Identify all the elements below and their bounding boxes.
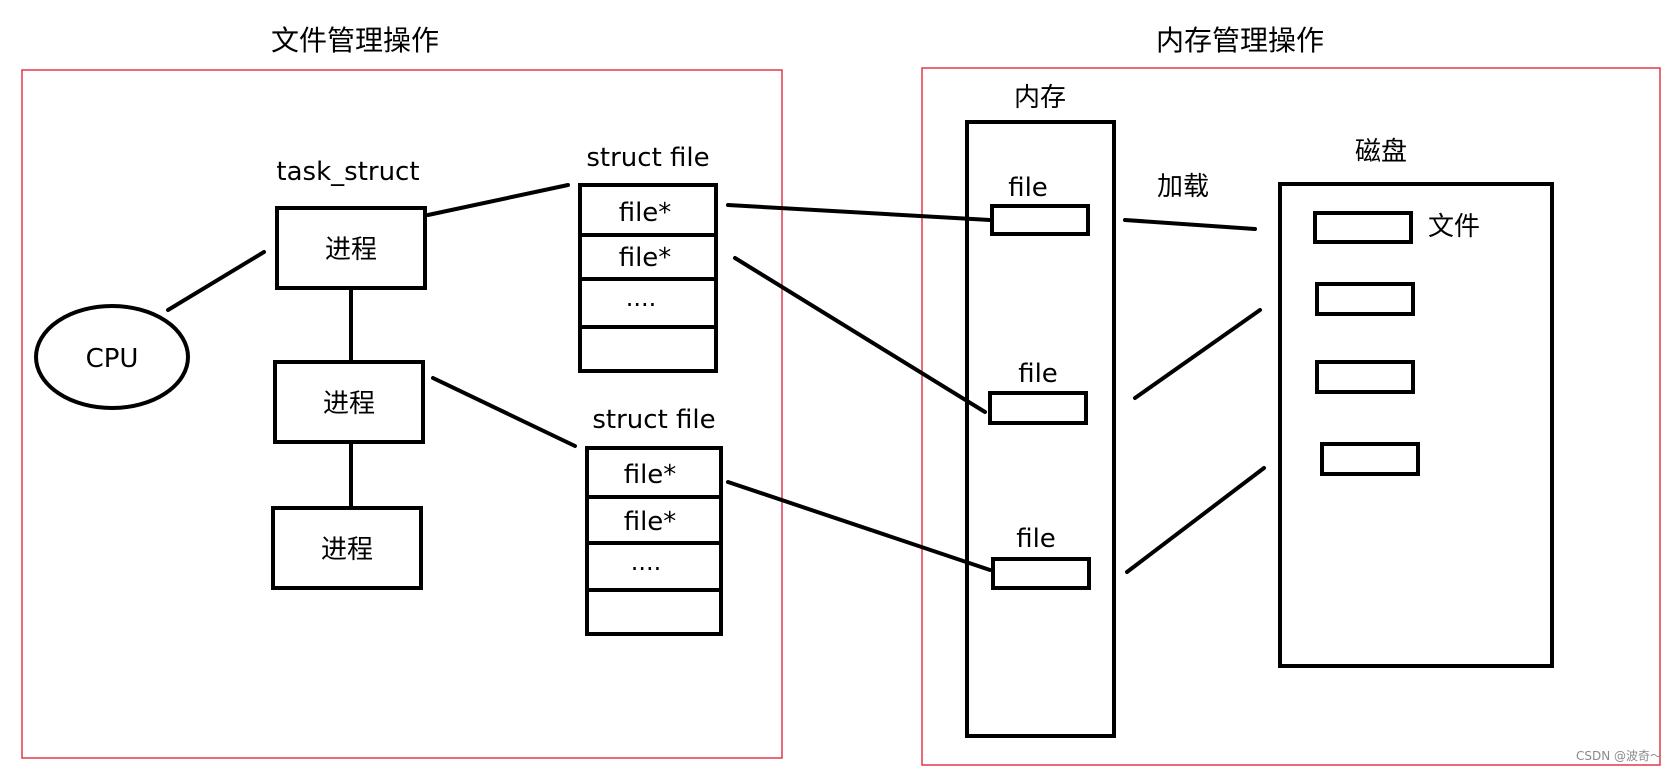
watermark: CSDN @波奇～: [1576, 749, 1662, 763]
struct-file-1-row-3: ....: [626, 284, 657, 312]
file-ptr-to-memory-file-1-line: [726, 203, 992, 222]
memory-file-label-3: file: [1016, 524, 1056, 554]
disk-file-box-3: [1315, 360, 1415, 394]
disk-file-label: 文件: [1428, 212, 1480, 242]
struct-file-2-row-3: ....: [631, 548, 662, 576]
cpu-label: CPU: [86, 344, 139, 374]
task-struct-label: task_struct: [276, 157, 419, 187]
file-management-frame: [21, 69, 783, 759]
memory-file-box-3: [991, 557, 1091, 590]
file-ptr-to-memory-file-3-line: [726, 480, 992, 572]
cpu-ellipse: [34, 304, 190, 410]
disk-file-box-2: [1315, 282, 1415, 316]
process-label-1: 进程: [325, 235, 377, 265]
file-ptr-to-memory-file-2-line: [733, 256, 987, 414]
process-box-2: [273, 360, 425, 444]
file-management-title: 文件管理操作: [271, 24, 439, 57]
process1-to-structfile1-line: [426, 183, 570, 217]
load-label: 加载: [1157, 172, 1209, 202]
process2-to-structfile2-line: [431, 376, 577, 448]
cpu-to-process-line: [166, 250, 266, 312]
memory-to-disk-line-3: [1125, 466, 1266, 574]
process-box-1: [275, 206, 427, 290]
memory-to-disk-line-2: [1133, 308, 1262, 400]
struct-file-label-2: struct file: [592, 405, 715, 435]
disk-file-box-1: [1313, 211, 1413, 244]
struct-file-1-row-1: file*: [619, 198, 672, 228]
struct-file-label-1: struct file: [586, 143, 709, 173]
disk-label: 磁盘: [1355, 137, 1407, 167]
process-box-3: [271, 506, 423, 590]
memory-management-title: 内存管理操作: [1156, 24, 1324, 57]
memory-management-frame: [921, 67, 1661, 766]
memory-file-label-2: file: [1018, 359, 1058, 389]
process-label-2: 进程: [323, 389, 375, 419]
memory-to-disk-line-1: [1123, 218, 1257, 231]
memory-file-box-2: [988, 391, 1088, 425]
struct-file-2-row-2: file*: [624, 507, 677, 537]
memory-file-box-1: [990, 204, 1090, 236]
memory-label: 内存: [1014, 83, 1066, 113]
struct-file-2-row-1: file*: [624, 460, 677, 490]
memory-file-label-1: file: [1008, 173, 1048, 203]
disk-box: [1278, 182, 1554, 668]
process-label-3: 进程: [321, 535, 373, 565]
struct-file-1-row-2: file*: [619, 243, 672, 273]
disk-file-box-4: [1320, 442, 1420, 476]
